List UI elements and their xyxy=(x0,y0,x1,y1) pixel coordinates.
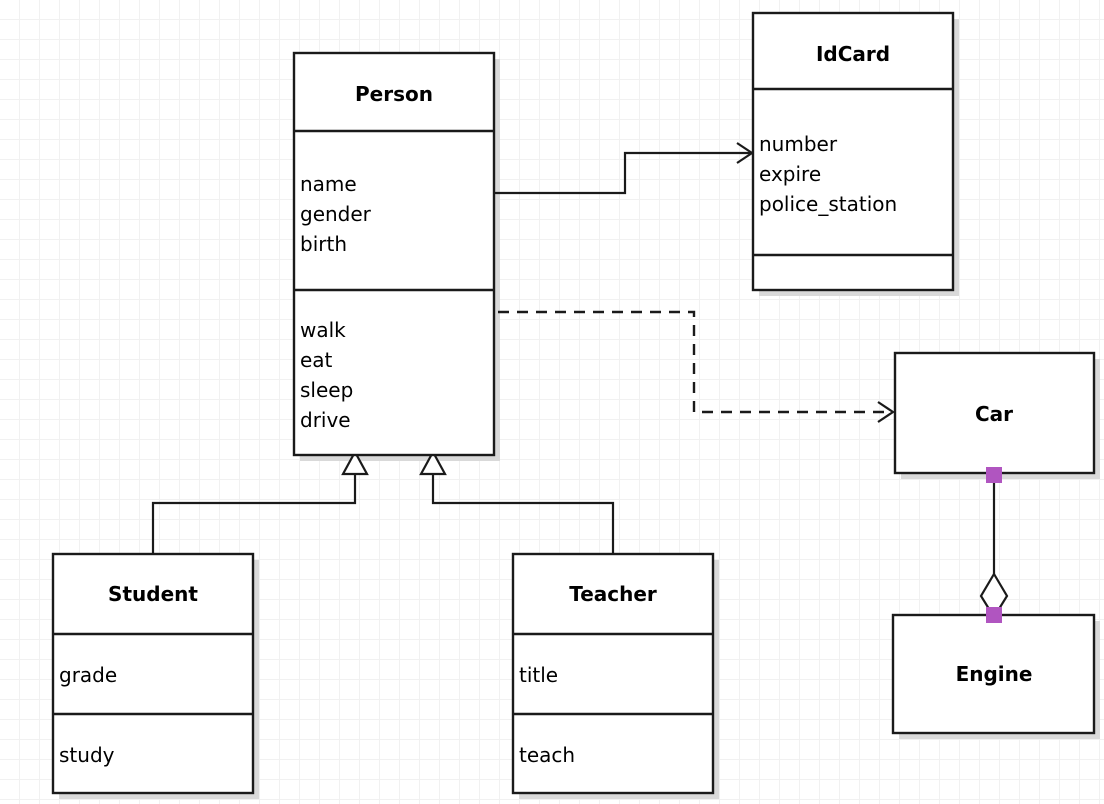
car-frame[interactable] xyxy=(893,351,1096,475)
class-box-teacher[interactable]: Teacher title teach xyxy=(511,552,715,795)
person-attribute-gender: gender xyxy=(300,202,372,226)
idcard-attribute-number: number xyxy=(759,132,838,156)
class-box-student[interactable]: Student grade study xyxy=(51,552,255,795)
class-box-person[interactable]: Person name gender birth walk eat sleep … xyxy=(292,51,496,457)
idcard-attribute-police-station: police_station xyxy=(759,192,897,216)
hollow-triangle-icon xyxy=(419,449,447,476)
person-operation-walk: walk xyxy=(300,318,346,342)
idcard-frame[interactable] xyxy=(751,11,955,292)
class-box-car[interactable]: Car xyxy=(893,351,1096,475)
person-operation-eat: eat xyxy=(300,348,333,372)
relationship-student-person[interactable] xyxy=(151,449,369,554)
person-attribute-name: name xyxy=(300,172,357,196)
person-attribute-birth: birth xyxy=(300,232,347,256)
edge-handle-target[interactable] xyxy=(986,607,1002,623)
class-box-idcard[interactable]: IdCard number expire police_station xyxy=(751,11,955,292)
teacher-frame[interactable] xyxy=(511,552,715,795)
selection-handles-car-engine[interactable] xyxy=(986,467,1002,623)
teacher-class-name: Teacher xyxy=(569,582,657,606)
person-class-name: Person xyxy=(355,82,433,106)
engine-frame[interactable] xyxy=(891,613,1096,735)
class-box-engine[interactable]: Engine xyxy=(891,613,1096,735)
relationship-car-engine[interactable] xyxy=(979,475,1009,620)
relationship-teacher-person[interactable] xyxy=(419,449,615,554)
relationship-person-car[interactable] xyxy=(498,310,895,423)
teacher-attribute-title: title xyxy=(519,663,558,687)
dependency-line-person-car[interactable] xyxy=(498,310,888,414)
person-operation-drive: drive xyxy=(300,408,351,432)
open-arrow-icon xyxy=(877,401,895,423)
student-class-name: Student xyxy=(108,582,198,606)
student-operation-study: study xyxy=(59,743,115,767)
car-class-name: Car xyxy=(975,402,1013,426)
hollow-triangle-icon xyxy=(341,449,369,476)
student-frame[interactable] xyxy=(51,552,255,795)
association-line-person-idcard[interactable] xyxy=(494,151,750,195)
teacher-operation-teach: teach xyxy=(519,743,575,767)
person-frame[interactable] xyxy=(292,51,496,457)
generalization-line-student-person[interactable] xyxy=(151,473,357,554)
generalization-line-teacher-person[interactable] xyxy=(431,473,615,554)
edge-handle-source[interactable] xyxy=(986,467,1002,483)
person-operation-sleep: sleep xyxy=(300,378,353,402)
idcard-class-name: IdCard xyxy=(816,42,890,66)
student-attribute-grade: grade xyxy=(59,663,117,687)
idcard-attribute-expire: expire xyxy=(759,162,821,186)
relationship-person-idcard[interactable] xyxy=(494,142,754,195)
engine-class-name: Engine xyxy=(956,662,1033,686)
